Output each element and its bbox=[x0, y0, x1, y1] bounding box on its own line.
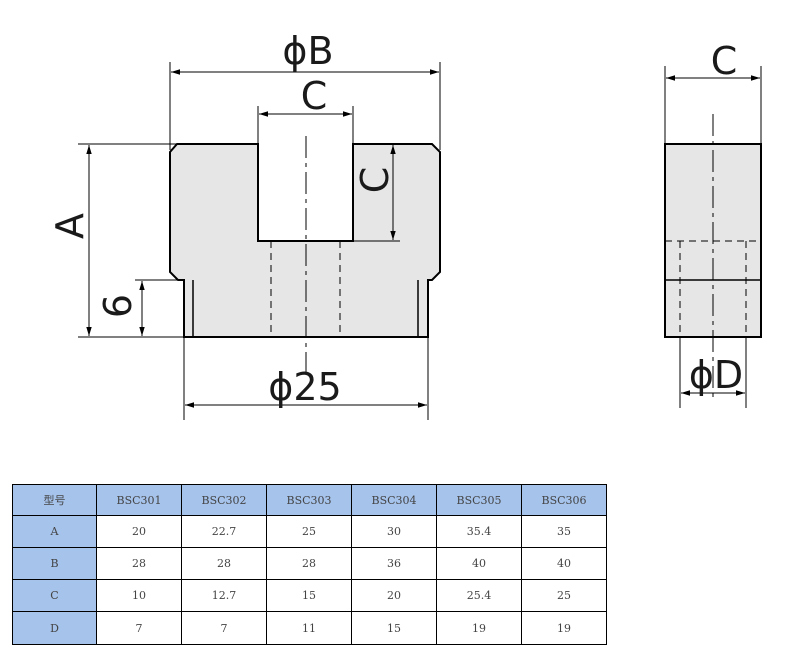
table-cell: 40 bbox=[521, 547, 607, 580]
extension-lines bbox=[78, 62, 441, 420]
header-cell: 型号 bbox=[12, 484, 97, 516]
label-c-top: C bbox=[301, 74, 328, 118]
label-six: 6 bbox=[96, 294, 140, 318]
table-cell: 35 bbox=[521, 515, 607, 548]
table-cell: 36 bbox=[351, 547, 437, 580]
dimension-lines bbox=[86, 69, 439, 408]
table-cell: 7 bbox=[96, 611, 182, 645]
table-cell: 35.4 bbox=[436, 515, 522, 548]
table-row: A 20 22.7 25 30 35.4 35 bbox=[12, 515, 607, 548]
header-cell: BSC303 bbox=[266, 484, 352, 516]
header-cell: BSC302 bbox=[181, 484, 267, 516]
header-cell: BSC306 bbox=[521, 484, 607, 516]
table-cell: 19 bbox=[521, 611, 607, 645]
side-extension-lines bbox=[664, 66, 762, 408]
table-cell: 28 bbox=[181, 547, 267, 580]
table-cell: 20 bbox=[96, 515, 182, 548]
table-cell: 20 bbox=[351, 579, 437, 612]
table-header-row: 型号 BSC301 BSC302 BSC303 BSC304 BSC305 BS… bbox=[12, 484, 607, 516]
label-a: A bbox=[48, 213, 92, 239]
table-cell: 15 bbox=[351, 611, 437, 645]
table-cell: 15 bbox=[266, 579, 352, 612]
front-view bbox=[169, 136, 441, 378]
label-phi-25: ϕ25 bbox=[268, 365, 341, 409]
table-cell: 25 bbox=[521, 579, 607, 612]
front-body bbox=[169, 143, 441, 338]
table-cell: 40 bbox=[436, 547, 522, 580]
table-cell: 25 bbox=[266, 515, 352, 548]
table-cell: 12.7 bbox=[181, 579, 267, 612]
label-phi-d: ϕD bbox=[689, 353, 743, 397]
side-view bbox=[664, 114, 762, 400]
table-cell: 28 bbox=[96, 547, 182, 580]
table-cell: 28 bbox=[266, 547, 352, 580]
label-c-right: C bbox=[711, 39, 738, 83]
table-cell: 19 bbox=[436, 611, 522, 645]
table-row: D 7 7 11 15 19 19 bbox=[12, 611, 607, 645]
row-label: C bbox=[12, 579, 97, 612]
header-cell: BSC305 bbox=[436, 484, 522, 516]
spec-table: 型号 BSC301 BSC302 BSC303 BSC304 BSC305 BS… bbox=[12, 484, 607, 645]
row-label: D bbox=[12, 611, 97, 645]
table-row: C 10 12.7 15 20 25.4 25 bbox=[12, 579, 607, 612]
table-cell: 22.7 bbox=[181, 515, 267, 548]
header-cell: BSC301 bbox=[96, 484, 182, 516]
label-phi-b: ϕB bbox=[282, 29, 333, 73]
table-cell: 11 bbox=[266, 611, 352, 645]
header-cell: BSC304 bbox=[351, 484, 437, 516]
label-c-side: C bbox=[353, 167, 397, 194]
table-row: B 28 28 28 36 40 40 bbox=[12, 547, 607, 580]
table-cell: 30 bbox=[351, 515, 437, 548]
row-label: B bbox=[12, 547, 97, 580]
table-cell: 10 bbox=[96, 579, 182, 612]
row-label: A bbox=[12, 515, 97, 548]
table-cell: 7 bbox=[181, 611, 267, 645]
table-cell: 25.4 bbox=[436, 579, 522, 612]
